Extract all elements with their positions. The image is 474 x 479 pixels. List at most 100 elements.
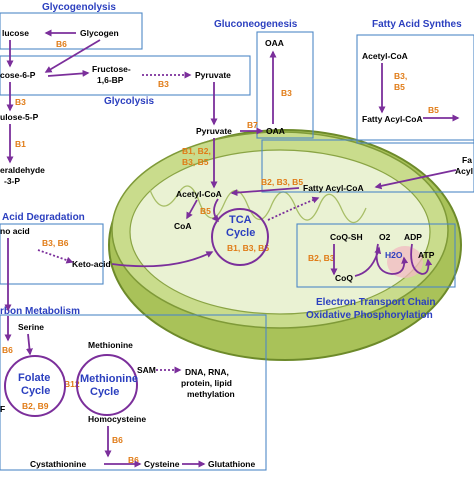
- arrow-keto-acid-to-tca: [111, 251, 214, 268]
- tca-cycle-label-line1: TCA: [229, 214, 252, 226]
- metabolite-thf-fragment: F: [0, 404, 5, 414]
- vitamin-transsulfuration-b6-1: B6: [112, 435, 123, 445]
- vitamin-ppp-b3: B3: [15, 97, 26, 107]
- metabolite-fatty-acyl-coa-mito: Fatty Acyl-CoA: [303, 183, 364, 193]
- amino-acid-degradation-box: [0, 223, 104, 285]
- metabolite-homocysteine: Homocysteine: [88, 414, 146, 424]
- mitochondrion: [108, 129, 462, 361]
- vitamin-fa-synth-line1: B3,: [394, 71, 407, 81]
- pathway-arrows: [4, 29, 460, 468]
- vitamin-gluconeogenesis-b3: B3: [281, 88, 292, 98]
- arrow-acetyl-coa-into-tca: [211, 198, 219, 223]
- vitamin-coa-b5: B5: [200, 206, 211, 216]
- vitamin-pdh-line1: B1, B2,: [182, 146, 211, 156]
- tca-cycle-label-line2: Cycle: [226, 227, 255, 239]
- folate-cycle-label-line1: Folate: [18, 372, 50, 384]
- glycolysis-ppp-box: [0, 55, 251, 96]
- metabolite-glycogen: Glycogen: [80, 28, 119, 38]
- metabolite-ribulose-5-phosphate: ulose-5-P: [0, 112, 39, 122]
- one-carbon-box: [0, 314, 267, 471]
- arrow-acetyl-coa-to-coa: [186, 199, 198, 220]
- metabolite-fatty-acid-edge-line1: Fa: [462, 155, 472, 165]
- arrow-fatty-acyl-coa-to-acetyl-coa: [230, 187, 300, 197]
- metabolite-glucose-6-phosphate: cose-6-P: [0, 70, 36, 80]
- metabolite-sam: SAM: [137, 365, 156, 375]
- metabolite-methionine: Methionine: [88, 340, 133, 350]
- metabolite-serine: Serine: [18, 322, 44, 332]
- vitamin-fa-synth-line2: B5: [394, 82, 405, 92]
- metabolite-h2o: H2O: [385, 250, 403, 260]
- metabolite-acetyl-coa-mito: Acetyl-CoA: [176, 189, 222, 199]
- fatty-acid-import-box: [261, 139, 474, 193]
- arrow-coq-to-o2: [354, 246, 382, 277]
- arrow-cytosol-fa-to-mito-fa: [374, 169, 457, 190]
- metabolite-adp: ADP: [404, 232, 422, 242]
- etc-box: [296, 223, 456, 288]
- metabolite-fructose-bp-line2: 1,6-BP: [97, 75, 124, 85]
- metabolite-coa: CoA: [174, 221, 191, 231]
- vitamin-beta-oxidation: B2, B3, B5: [261, 177, 303, 187]
- metabolite-o2: O2: [379, 232, 391, 242]
- metabolite-glyceraldehyde-line2: -3-P: [4, 176, 20, 186]
- metabolite-oaa-mito: OAA: [266, 126, 285, 136]
- vitamin-etc: B2, B3: [308, 253, 335, 263]
- header-etc-line2: Oxidative Phosphorylation: [306, 310, 433, 321]
- vitamin-pdh-b7: B7: [247, 120, 258, 130]
- arrow-amino-acid-to-keto-acid: [37, 249, 74, 264]
- header-one-carbon-metabolism: rbon Metabolism: [0, 306, 80, 317]
- fatty-acid-synthesis-box: [356, 34, 474, 144]
- metabolite-atp: ATP: [418, 250, 435, 260]
- metabolite-glucose: lucose: [2, 28, 29, 38]
- vitamin-serine-b6: B6: [2, 345, 13, 355]
- header-gluconeogenesis: Gluconeogenesis: [214, 19, 298, 30]
- metabolite-pyruvate-mito: Pyruvate: [196, 126, 232, 136]
- vitamin-pdh-line2: B3, B5: [182, 157, 209, 167]
- vitamin-glycogen-b6: B6: [56, 39, 67, 49]
- metabolite-coq-sh: CoQ-SH: [330, 232, 363, 242]
- metabolite-acetyl-coa-cytosol: Acetyl-CoA: [362, 51, 408, 61]
- methionine-cycle-label-line2: Cycle: [90, 386, 119, 398]
- methylation-targets-line2: protein, lipid: [181, 378, 232, 388]
- tca-cycle-ring: [211, 208, 269, 266]
- glycogenolysis-box: [0, 12, 143, 50]
- header-amino-acid-degradation: Acid Degradation: [2, 212, 85, 223]
- arrow-glycogen-to-g6p: [44, 39, 101, 73]
- arrow-serine-to-folate: [25, 333, 33, 356]
- methylation-targets-line3: methylation: [187, 389, 235, 399]
- header-glycolysis: Glycolysis: [104, 96, 154, 107]
- methionine-cycle-label-line1: Methionine: [80, 373, 138, 385]
- header-fatty-acid-synthesis: Fatty Acid Synthes: [372, 19, 462, 30]
- metabolite-fatty-acyl-coa-cytosol: Fatty Acyl-CoA: [362, 114, 423, 124]
- metabolite-cysteine: Cysteine: [144, 459, 180, 469]
- gluconeogenesis-box: [256, 31, 314, 139]
- arrow-adp-to-atp: [410, 243, 433, 275]
- arrow-o2-to-h2o: [375, 243, 409, 275]
- folate-cycle-label-line2: Cycle: [21, 385, 50, 397]
- vitamin-ppp-b1: B1: [15, 139, 26, 149]
- arrow-g6p-to-fructose-bp: [47, 69, 90, 77]
- metabolite-fructose-bp-line1: Fructose-: [92, 64, 131, 74]
- methylation-targets-line1: DNA, RNA,: [185, 367, 229, 377]
- header-glycogenolysis: Glycogenolysis: [42, 2, 116, 13]
- vitamin-glycolysis-b3: B3: [158, 79, 169, 89]
- folate-cycle-ring: [4, 355, 66, 417]
- metabolite-fatty-acid-edge-line2: Acyl: [455, 166, 473, 176]
- vitamin-fa-synth-b5: B5: [428, 105, 439, 115]
- methionine-cycle-ring: [76, 354, 138, 416]
- metabolite-pyruvate-cytosol: Pyruvate: [195, 70, 231, 80]
- metabolite-glutathione: Glutathione: [208, 459, 255, 469]
- metabolite-oaa-top: OAA: [265, 38, 284, 48]
- arrow-tca-to-fatty-acyl-coa: [267, 196, 320, 221]
- vitamin-folate-b12: B12: [64, 379, 80, 389]
- vitamin-amino-acid-degradation: B3, B6: [42, 238, 69, 248]
- metabolite-cystathionine: Cystathionine: [30, 459, 86, 469]
- vitamin-tca: B1, B3, B5: [227, 243, 269, 253]
- mitochondrion-matrix: [129, 149, 431, 315]
- cristae-fold: [149, 185, 367, 224]
- metabolite-glyceraldehyde-line1: eraldehyde: [0, 165, 45, 175]
- metabolite-keto-acid: Keto-acid: [72, 259, 111, 269]
- vitamin-folate-b2-b9: B2, B9: [22, 401, 49, 411]
- vitamin-transsulfuration-b6-2: B6: [128, 455, 139, 465]
